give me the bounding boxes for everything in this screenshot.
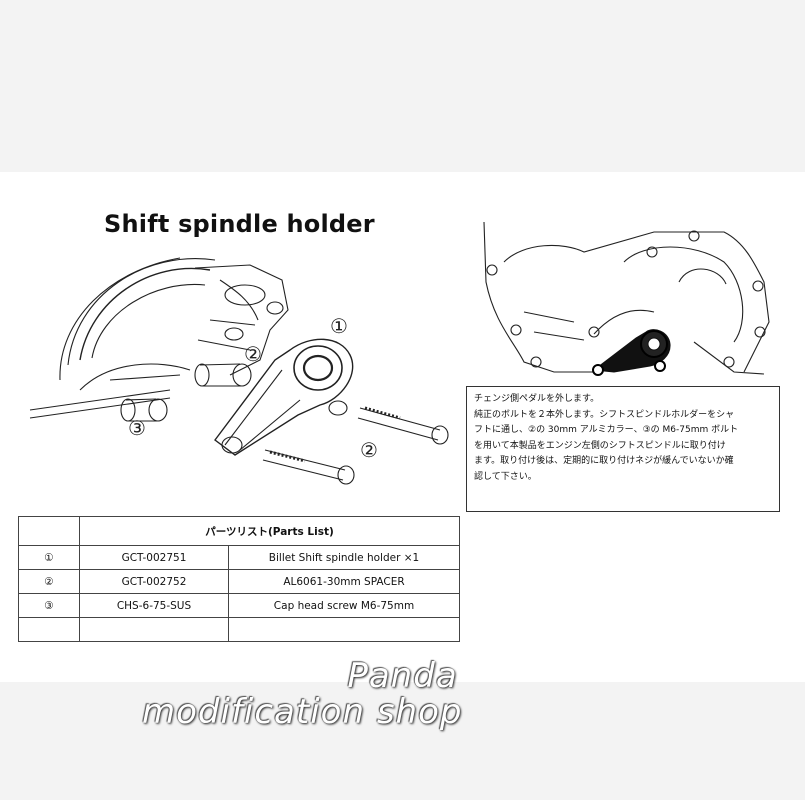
callout-2-lower: ② — [360, 438, 378, 462]
callout-1: ① — [330, 314, 348, 338]
watermark-line-2: modification shop — [142, 692, 463, 732]
part-description-cell: Billet Shift spindle holder ×1 — [228, 545, 460, 570]
table-row: ① GCT-002751 Billet Shift spindle holder… — [18, 545, 460, 570]
instruction-line: ます。取り付け後は、定期的に取り付けネジが緩んでいないか確 — [474, 456, 734, 466]
instruction-line: 純正のボルトを２本外します。シフトスピンドルホルダーをシャ — [474, 409, 735, 420]
instruction-line: を用いて本製品をエンジン左側のシフトスピンドルに取り付け — [474, 440, 726, 451]
part-description-cell — [228, 617, 460, 642]
part-number-cell — [18, 617, 80, 642]
parts-list-table: パーツリスト(Parts List) ① GCT-002751 Billet S… — [18, 516, 460, 642]
parts-list-header-row: パーツリスト(Parts List) — [18, 516, 460, 546]
part-number-cell: ③ — [18, 593, 80, 618]
watermark-line-1: Panda — [347, 656, 458, 696]
part-description-cell: Cap head screw M6-75mm — [228, 593, 460, 618]
part-code-cell: GCT-002752 — [79, 569, 229, 594]
installed-view-diagram — [483, 222, 770, 376]
table-row: ③ CHS-6-75-SUS Cap head screw M6-75mm — [18, 593, 460, 618]
instruction-line: フトに通し、②の 30mm アルミカラー、③の M6-75mm ボルト — [474, 425, 739, 435]
page-title: Shift spindle holder — [104, 210, 375, 238]
exploded-parts-diagram — [29, 257, 449, 485]
part-code-cell — [79, 617, 229, 642]
part-code-cell: GCT-002751 — [79, 545, 229, 570]
table-row: ② GCT-002752 AL6061-30mm SPACER — [18, 569, 460, 594]
table-row — [18, 617, 460, 642]
part-number-cell: ① — [18, 545, 80, 570]
header-blank-cell — [18, 516, 80, 546]
callout-3: ③ — [128, 416, 146, 440]
part-description-cell: AL6061-30mm SPACER — [228, 569, 460, 594]
callout-2-upper: ② — [244, 342, 262, 366]
instruction-line: チェンジ側ペダルを外します。 — [474, 394, 600, 404]
installation-instructions: チェンジ側ペダルを外します。 純正のボルトを２本外します。シフトスピンドルホルダ… — [466, 386, 780, 512]
parts-list-header: パーツリスト(Parts List) — [79, 516, 460, 546]
part-number-cell: ② — [18, 569, 80, 594]
instruction-line: 認して下さい。 — [474, 471, 537, 482]
part-code-cell: CHS-6-75-SUS — [79, 593, 229, 618]
